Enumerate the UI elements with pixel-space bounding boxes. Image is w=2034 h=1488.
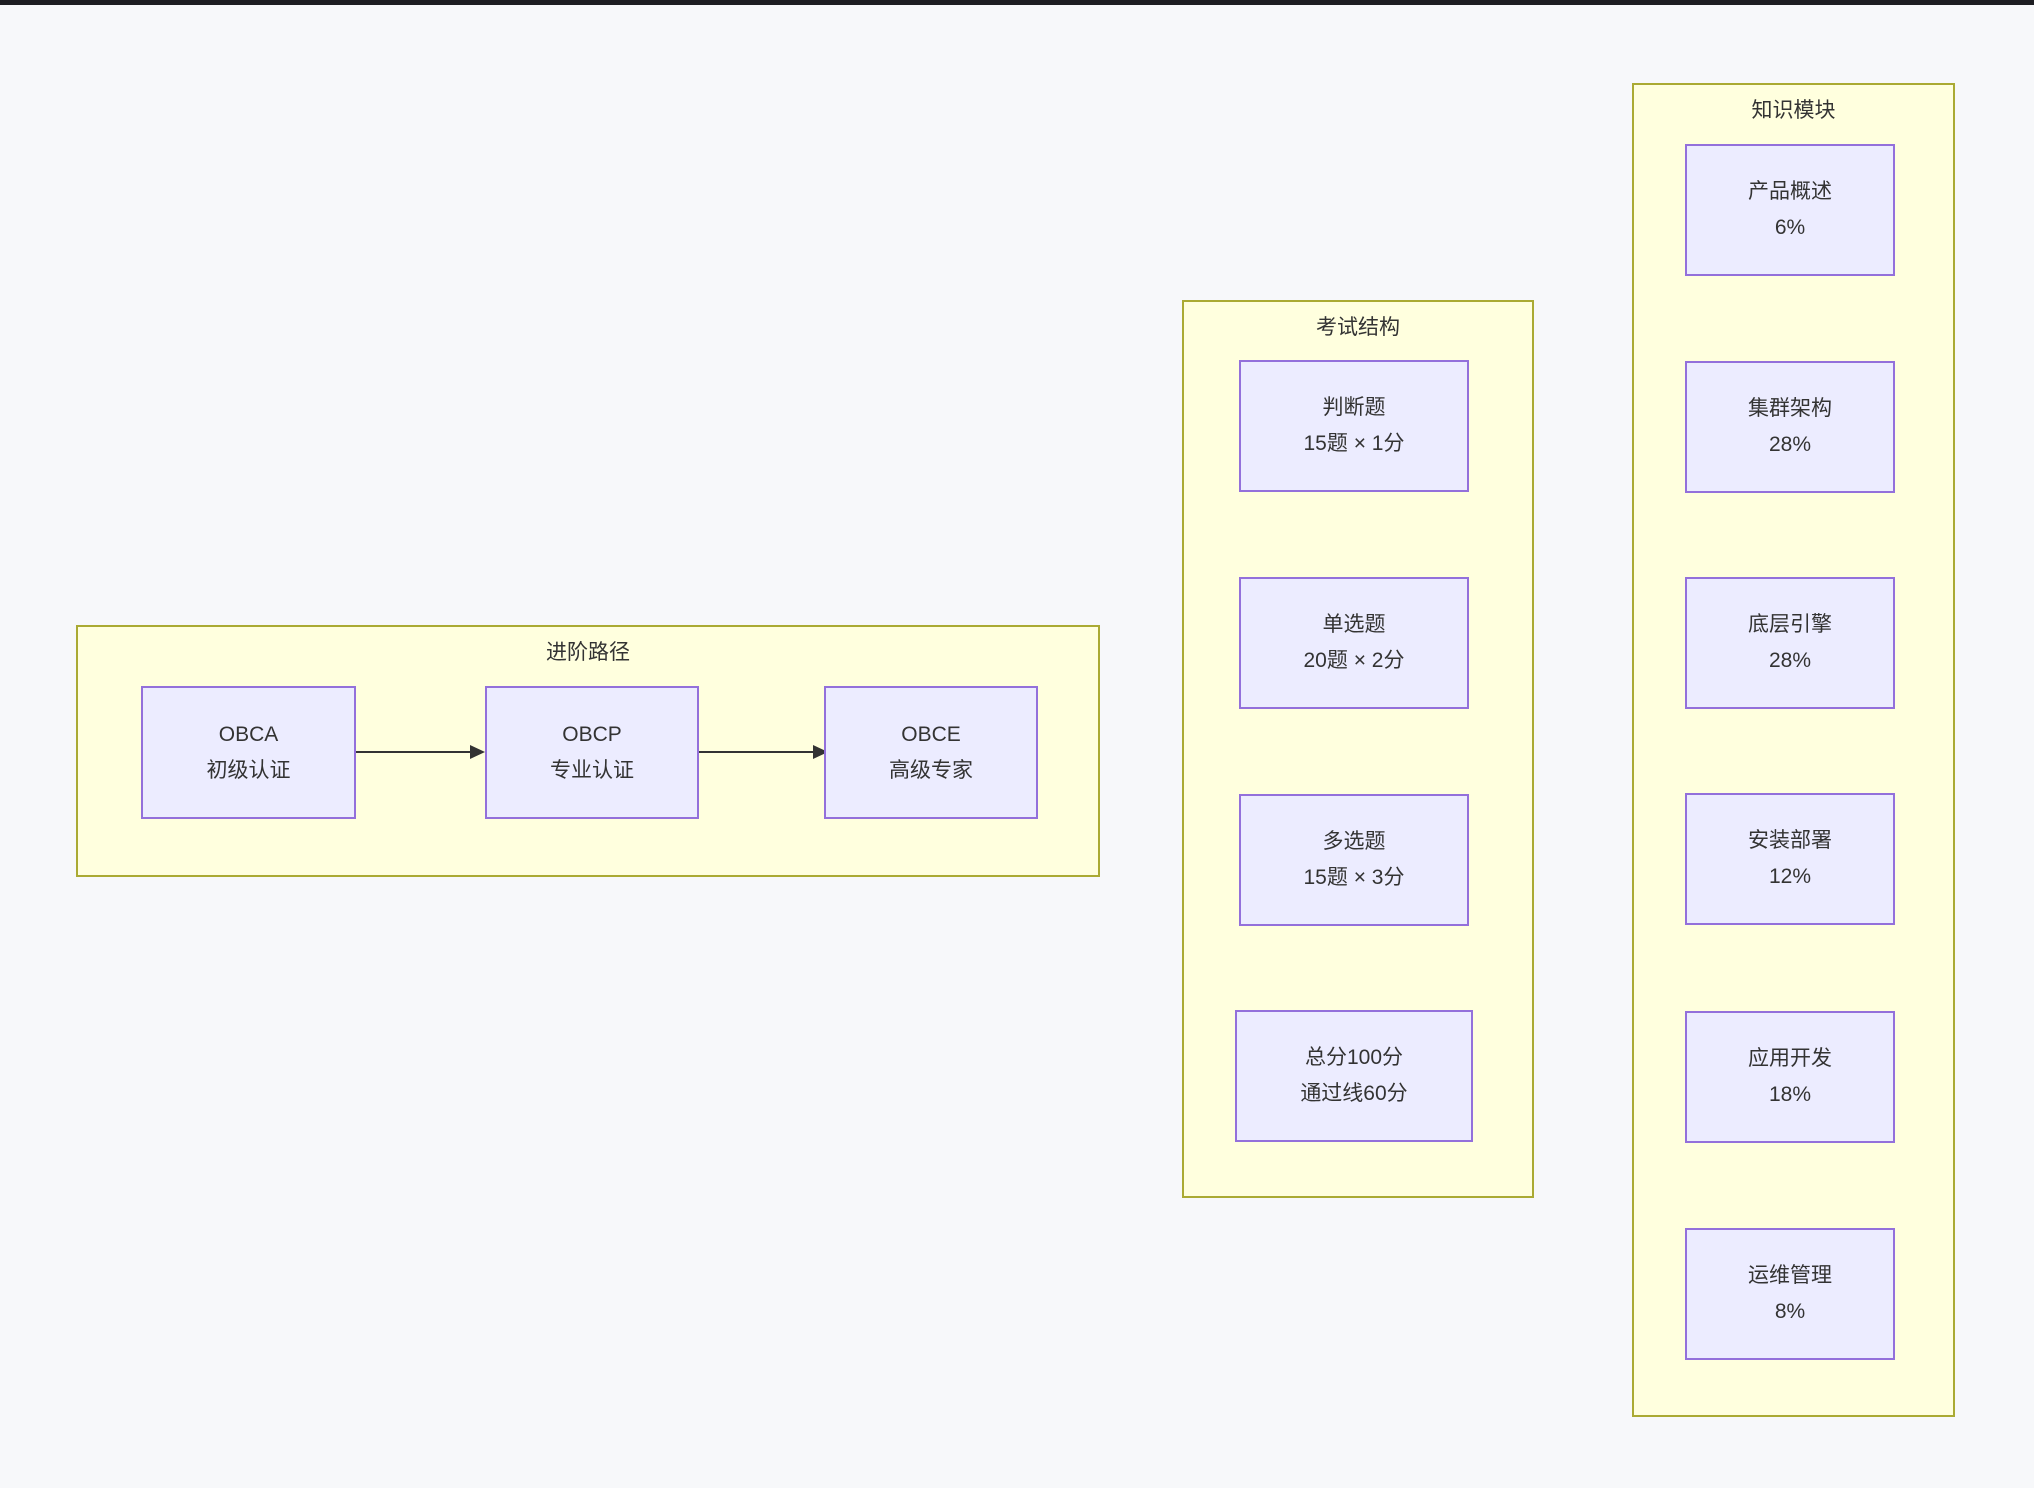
node-obca: OBCA 初级认证 xyxy=(141,686,356,819)
node-multiple-choice-questions: 多选题 15题 × 3分 xyxy=(1239,794,1469,926)
node-label-line2: 初级认证 xyxy=(206,758,291,782)
group-knowledge-modules: 知识模块 产品概述 6% 集群架构 28% 底层引擎 28% 安装部署 12% … xyxy=(1632,83,1955,1417)
node-label-line2: 通过线60分 xyxy=(1300,1082,1408,1105)
node-label-line1: 多选题 xyxy=(1322,830,1386,853)
node-label-line2: 专业认证 xyxy=(550,758,634,782)
node-obce: OBCE 高级专家 xyxy=(824,686,1038,819)
node-single-choice-questions: 单选题 20题 × 2分 xyxy=(1239,577,1469,709)
node-operations-management: 运维管理 8% xyxy=(1685,1228,1895,1360)
node-label-line1: 总分100分 xyxy=(1304,1046,1404,1069)
node-label-line2: 15题 × 3分 xyxy=(1303,866,1405,889)
node-label-line2: 6% xyxy=(1774,216,1806,239)
node-application-development: 应用开发 18% xyxy=(1685,1011,1895,1143)
node-judgment-questions: 判断题 15题 × 1分 xyxy=(1239,360,1469,492)
group-exam-structure: 考试结构 判断题 15题 × 1分 单选题 20题 × 2分 多选题 15题 ×… xyxy=(1182,300,1534,1198)
node-installation-deployment: 安装部署 12% xyxy=(1685,793,1895,925)
node-label-line2: 12% xyxy=(1768,865,1812,888)
node-label-line1: 应用开发 xyxy=(1748,1047,1832,1070)
node-label-line1: 产品概述 xyxy=(1748,180,1832,203)
node-label-line2: 20题 × 2分 xyxy=(1303,649,1405,672)
node-label-line1: OBCP xyxy=(562,722,622,746)
node-label-line1: 判断题 xyxy=(1322,396,1386,419)
node-label-line1: 安装部署 xyxy=(1748,829,1832,852)
node-label-line1: OBCE xyxy=(901,722,961,746)
node-label-line1: 单选题 xyxy=(1322,613,1386,636)
arrow-obcp-to-obce xyxy=(699,751,813,753)
node-label-line2: 28% xyxy=(1768,433,1812,456)
group-title: 考试结构 xyxy=(1316,316,1400,339)
node-label-line2: 高级专家 xyxy=(889,758,973,782)
node-label-line2: 28% xyxy=(1768,649,1812,672)
node-cluster-architecture: 集群架构 28% xyxy=(1685,361,1895,493)
arrow-obca-to-obcp xyxy=(356,751,470,753)
node-label-line1: 运维管理 xyxy=(1748,1264,1832,1287)
node-label-line1: 集群架构 xyxy=(1748,397,1832,420)
window-top-edge xyxy=(0,0,2034,5)
node-label-line1: OBCA xyxy=(218,722,279,746)
node-total-score: 总分100分 通过线60分 xyxy=(1235,1010,1473,1142)
group-title: 知识模块 xyxy=(1751,99,1836,122)
arrowhead-icon xyxy=(470,745,485,759)
node-label-line1: 底层引擎 xyxy=(1748,613,1832,636)
group-progression-path: 进阶路径 OBCA 初级认证 OBCP 专业认证 OBCE 高级专家 xyxy=(76,625,1100,877)
node-label-line2: 18% xyxy=(1768,1083,1812,1106)
node-underlying-engine: 底层引擎 28% xyxy=(1685,577,1895,709)
node-label-line2: 8% xyxy=(1774,1300,1806,1323)
node-product-overview: 产品概述 6% xyxy=(1685,144,1895,276)
group-title: 进阶路径 xyxy=(546,641,630,664)
node-label-line2: 15题 × 1分 xyxy=(1303,432,1405,455)
node-obcp: OBCP 专业认证 xyxy=(485,686,699,819)
